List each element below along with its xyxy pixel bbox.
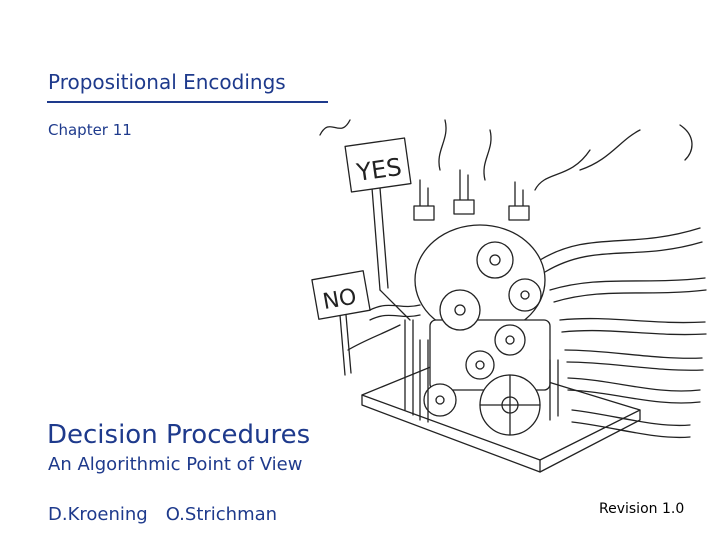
- author-strichman: O.Strichman: [165, 504, 278, 525]
- machine-pipes: [369, 304, 559, 423]
- yes-sign: YES: [344, 137, 412, 321]
- authors: D.Kroening O.Strichman: [48, 504, 277, 525]
- author-kroening: D.Kroening: [48, 504, 148, 525]
- decision-machine-illustration: YES NO: [311, 119, 707, 473]
- slide-title: Propositional Encodings: [48, 70, 286, 94]
- no-sign: NO: [311, 270, 401, 376]
- title-underline: [47, 101, 328, 103]
- steam: [319, 119, 693, 191]
- yes-sign-text: YES: [354, 153, 404, 187]
- chapter-label: Chapter 11: [48, 121, 132, 139]
- no-sign-text: NO: [321, 285, 359, 315]
- paper-tapes: [539, 227, 707, 439]
- revision-label: Revision 1.0: [599, 501, 685, 517]
- gears: [423, 241, 542, 436]
- book-title: Decision Procedures: [47, 420, 311, 450]
- book-subtitle: An Algorithmic Point of View: [48, 454, 303, 475]
- machine-body: [413, 169, 551, 391]
